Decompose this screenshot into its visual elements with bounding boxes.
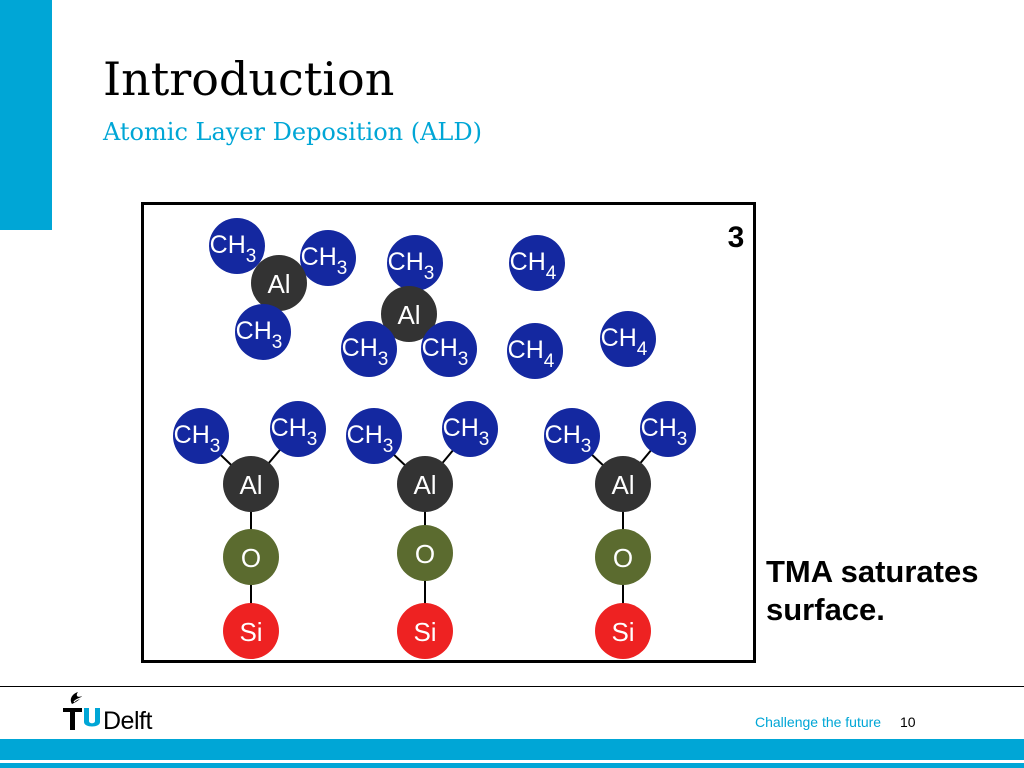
- al-ball: [397, 456, 453, 512]
- page-number: 10: [900, 714, 916, 730]
- slide-title: Introduction: [103, 52, 395, 106]
- ch3-ball: [173, 408, 229, 464]
- ch3-ball: [270, 401, 326, 457]
- ch3-ball: [235, 304, 291, 360]
- footer-slogan: Challenge the future: [755, 714, 882, 730]
- surface-chain-1: [173, 401, 326, 659]
- o-ball: [595, 529, 651, 585]
- surface-chain-3: [544, 401, 696, 659]
- o-ball: [397, 525, 453, 581]
- ch3-ball: [421, 321, 477, 377]
- o-ball: [223, 529, 279, 585]
- ch3-ball: [544, 408, 600, 464]
- ch4-molecule: [600, 311, 656, 367]
- footer-divider: [0, 686, 1024, 687]
- ch4-molecule: [509, 235, 565, 291]
- ch3-ball: [442, 401, 498, 457]
- surface-chain-2: [346, 401, 498, 659]
- ch3-ball: [300, 230, 356, 286]
- accent-bar: [0, 0, 52, 230]
- footer-band-thin: [0, 763, 1024, 768]
- ch3-ball: [387, 235, 443, 291]
- caption-line-2: surface.: [766, 592, 885, 627]
- footer-band: [0, 739, 1024, 760]
- al-ball: [251, 255, 307, 311]
- ch3-ball: [209, 218, 265, 274]
- slide-subtitle: Atomic Layer Deposition (ALD): [103, 118, 482, 146]
- al-ball: [223, 456, 279, 512]
- si-ball: [223, 603, 279, 659]
- al-ball: [595, 456, 651, 512]
- ch3-ball: [640, 401, 696, 457]
- si-ball: [397, 603, 453, 659]
- caption-line-1: TMA saturates: [766, 554, 979, 589]
- svg-text:Delft: Delft: [103, 707, 152, 732]
- ald-diagram: CH3 CH4 Al O Si 3: [141, 202, 756, 663]
- slide-caption: TMA saturates surface.: [766, 553, 1016, 629]
- ch3-ball: [346, 408, 402, 464]
- ch3-ball: [341, 321, 397, 377]
- ch4-molecule: [507, 323, 563, 379]
- step-number: 3: [728, 221, 745, 254]
- si-ball: [595, 603, 651, 659]
- tu-delft-logo: Delft: [63, 692, 153, 732]
